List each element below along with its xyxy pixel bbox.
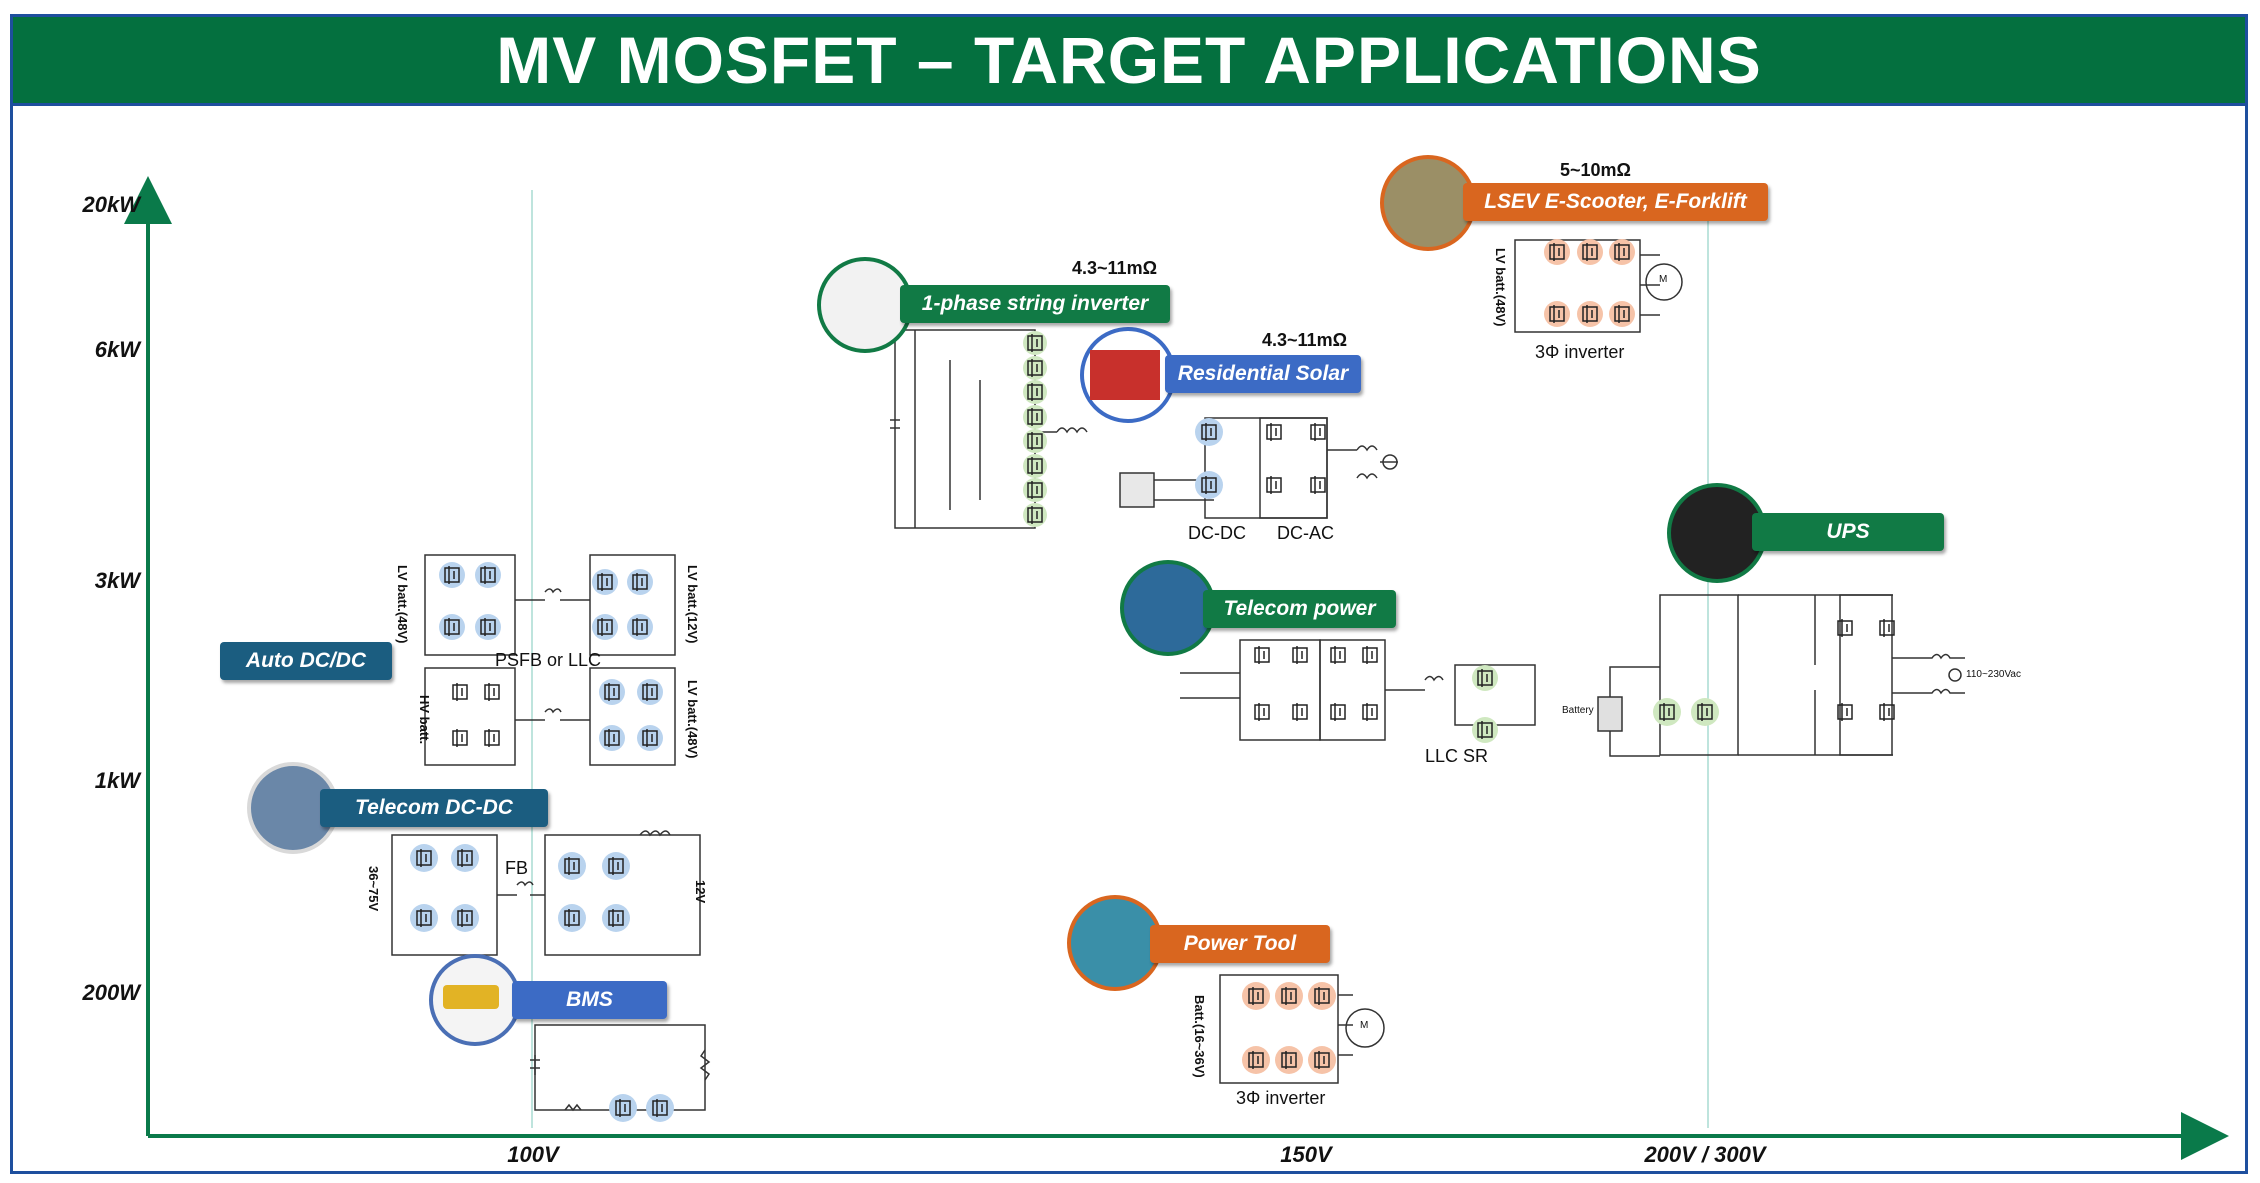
- label-residential-solar: Residential Solar: [1165, 355, 1361, 393]
- label-battery: Battery: [1562, 705, 1594, 716]
- residential-solar-circuit: [1119, 417, 1398, 519]
- motor-icon-lsev: M: [1659, 274, 1668, 285]
- x-tick-200v-300v: 200V / 300V: [1644, 1142, 1766, 1167]
- annotation-dcdc: DC-DC: [1188, 523, 1246, 543]
- annotation-dcac: DC-AC: [1277, 523, 1334, 543]
- telecom-power-switch-highlights: [1472, 665, 1498, 743]
- annotation-fb: FB: [505, 858, 529, 878]
- ups-switch-highlights: [1653, 698, 1719, 726]
- y-tick-3kw: 3kW: [94, 568, 140, 593]
- annotation-psfb-llc: PSFB or LLC: [495, 650, 602, 670]
- label-auto-dcdc: Auto DC/DC: [220, 642, 392, 680]
- y-tick-6kw: 6kW: [94, 337, 140, 362]
- label-telecom-dcdc: Telecom DC-DC: [320, 789, 548, 827]
- ups-circuit: [1597, 594, 1965, 757]
- telecom-dcdc-circuit: [391, 830, 701, 956]
- label-36-75v: 36~75V: [366, 866, 381, 912]
- annotation-llc-sr: LLC SR: [1425, 746, 1489, 766]
- label-batt-16-36v: Batt.(16~36V): [1192, 995, 1207, 1078]
- ups-photo-icon: [1667, 483, 1767, 583]
- y-tick-1kw: 1kW: [94, 768, 140, 793]
- page-title: MV MOSFET – TARGET APPLICATIONS: [496, 23, 1762, 97]
- power-tool-photo-icon: [1067, 895, 1163, 991]
- label-lv-batt-12v: LV batt.(12V): [685, 565, 700, 644]
- annotation-rds-solar: 4.3~11mΩ: [1262, 330, 1347, 350]
- annotation-3phase-inverter-tool: 3Φ inverter: [1236, 1088, 1326, 1108]
- label-ac-output: 110~230Vac: [1966, 669, 2021, 680]
- power-tool-circuit: [1219, 974, 1385, 1084]
- x-tick-100v: 100V: [507, 1142, 559, 1167]
- y-tick-20kw: 20kW: [82, 192, 140, 217]
- annotation-3phase-inverter-lsev: 3Φ inverter: [1535, 342, 1625, 362]
- label-12v: 12V: [693, 880, 708, 904]
- string-inverter-photo-icon: [817, 257, 913, 353]
- label-lv-batt-48v-a: LV batt.(48V): [395, 565, 410, 644]
- label-string-inverter: 1-phase string inverter: [900, 285, 1170, 323]
- title-bar: MV MOSFET – TARGET APPLICATIONS: [10, 14, 2248, 106]
- auto-dcdc-circuit: [424, 554, 676, 766]
- label-bms: BMS: [512, 981, 667, 1019]
- label-lv-batt-48v-lsev: LV batt.(48V): [1493, 248, 1508, 327]
- label-hv-batt: HV batt.: [417, 695, 432, 745]
- label-lv-batt-48v-b: LV batt.(48V): [685, 680, 700, 759]
- label-power-tool: Power Tool: [1150, 925, 1330, 963]
- residential-solar-inverter-icon: [1090, 350, 1160, 400]
- label-telecom-power: Telecom power: [1203, 590, 1396, 628]
- lsev-switch-highlights: [1544, 239, 1635, 327]
- annotation-rds-string: 4.3~11mΩ: [1072, 258, 1157, 278]
- label-ups: UPS: [1752, 513, 1944, 551]
- bms-battery-pack-icon: [443, 985, 499, 1009]
- bms-switch-highlights: [609, 1094, 674, 1122]
- telecom-power-photo-icon: [1120, 560, 1216, 656]
- y-tick-200w: 200W: [82, 980, 140, 1005]
- residential-solar-switch-highlights: [1195, 418, 1223, 499]
- lsev-circuit: [1514, 239, 1683, 333]
- annotation-rds-lsev: 5~10mΩ: [1560, 160, 1631, 180]
- string-inverter-switch-highlights: [1023, 331, 1047, 527]
- power-tool-switch-highlights: [1242, 982, 1336, 1074]
- motor-icon-tool: M: [1360, 1020, 1369, 1031]
- x-tick-150v: 150V: [1280, 1142, 1332, 1167]
- label-lsev: LSEV E-Scooter, E-Forklift: [1463, 183, 1768, 221]
- string-inverter-circuit: [890, 329, 1088, 529]
- lsev-photo-icon: [1380, 155, 1476, 251]
